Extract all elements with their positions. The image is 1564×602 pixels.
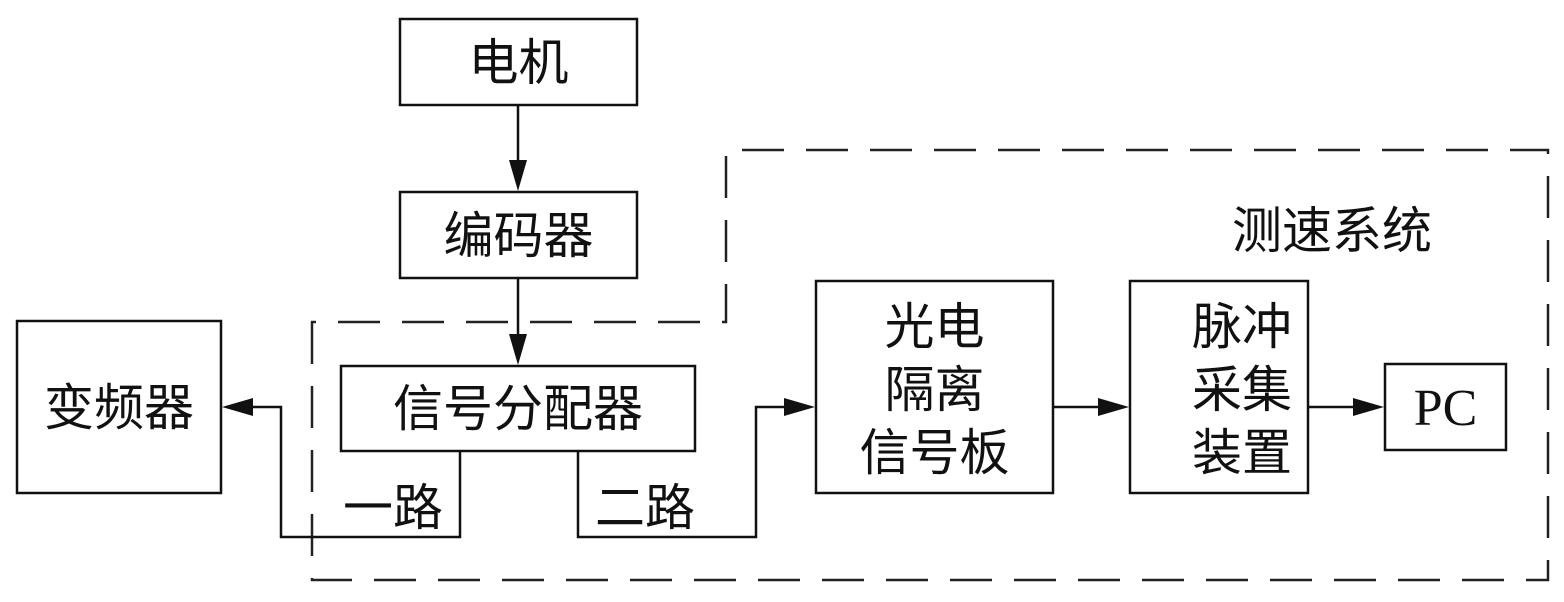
isolation-label-line-1: 光电 — [885, 298, 985, 356]
edge-motor-encoder — [509, 105, 527, 191]
edge-encoder-distributor — [509, 278, 527, 365]
arrowhead — [1353, 398, 1384, 416]
motor-node: 电机 — [398, 17, 639, 107]
arrowhead — [1098, 398, 1129, 416]
speed-system-title: 测速系统 — [1232, 202, 1432, 260]
edge-isolation-acquisition — [1053, 398, 1129, 416]
pc-node: PC — [1383, 362, 1508, 452]
encoder-label: 编码器 — [444, 207, 594, 265]
acquisition-node: 脉冲 采集 装置 — [1128, 279, 1310, 495]
arrowhead — [509, 160, 527, 191]
arrowhead — [222, 398, 253, 416]
isolation-board-node: 光电 隔离 信号板 — [814, 279, 1055, 495]
edge-route-1: 一路 — [222, 398, 462, 539]
isolation-label-line-3: 信号板 — [860, 424, 1010, 482]
arrowhead — [509, 334, 527, 365]
encoder-node: 编码器 — [398, 190, 639, 280]
route-1-label: 一路 — [343, 479, 443, 537]
arrowhead — [784, 398, 815, 416]
route-2-label: 二路 — [595, 479, 695, 537]
distributor-node: 信号分配器 — [339, 364, 697, 453]
inverter-label: 变频器 — [44, 379, 194, 437]
edge-route-2: 二路 — [576, 398, 815, 539]
speed-system-boundary — [310, 148, 1550, 582]
acquisition-label-line-2: 采集 — [1192, 361, 1292, 419]
motor-label: 电机 — [469, 34, 569, 92]
inverter-node: 变频器 — [15, 319, 223, 495]
acquisition-label-line-1: 脉冲 — [1192, 298, 1292, 356]
edge-acquisition-pc — [1308, 398, 1384, 416]
distributor-label: 信号分配器 — [393, 380, 643, 438]
pc-label: PC — [1414, 380, 1478, 437]
acquisition-label-line-3: 装置 — [1192, 424, 1292, 482]
isolation-label-line-2: 隔离 — [885, 361, 985, 419]
